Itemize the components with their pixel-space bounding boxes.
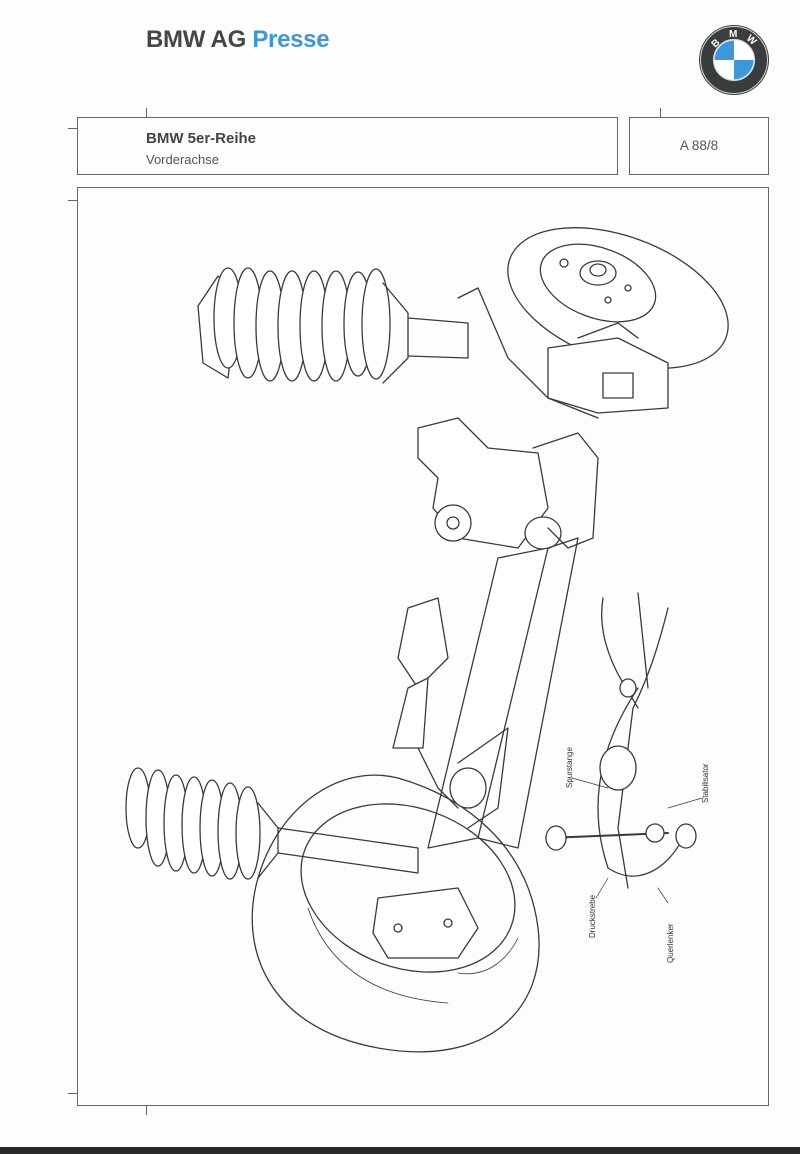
registration-tick [146,108,147,117]
document-title: BMW 5er-Reihe [146,130,257,147]
label-spurstange: Spurstange [565,747,574,788]
press-brand-heading: BMW AG Presse [146,26,330,54]
lower-tire-icon [251,774,540,1053]
document-subtitle: Vorderachse [146,152,219,167]
registration-tick [660,108,661,117]
lower-caliper-icon [372,887,479,959]
front-axle-drawing: Spurstange Stabilisator Druckstrebe Quer… [78,188,770,1107]
subframe-icon [392,537,579,849]
lower-spring-strut-icon [125,767,419,880]
registration-tick [146,1106,147,1115]
bmw-logo-icon: B M W [698,24,770,96]
brand-suffix: Presse [252,26,330,53]
registration-tick [68,200,77,201]
control-arm-inset-icon [545,592,697,889]
registration-tick [68,128,77,129]
label-querlenker: Querlenker [666,923,675,963]
upper-caliper-icon [547,322,669,414]
svg-text:M: M [729,29,737,40]
steering-gear-icon [417,417,599,550]
brand-prefix: BMW AG [146,26,246,53]
registration-tick [68,1093,77,1094]
upper-spring-strut-icon [197,267,469,384]
document-code: A 88/8 [679,138,719,153]
lower-mount-icon [449,727,509,829]
illustration-frame: Spurstange Stabilisator Druckstrebe Quer… [77,187,769,1106]
label-stabilisator: Stabilisator [701,763,710,803]
label-druckstrebe: Druckstrebe [588,894,597,938]
scan-edge-shadow [0,1147,800,1154]
upper-brake-disc-icon [457,227,729,419]
title-block: BMW 5er-Reihe Vorderachse [77,117,618,175]
document-code-block: A 88/8 [629,117,769,175]
